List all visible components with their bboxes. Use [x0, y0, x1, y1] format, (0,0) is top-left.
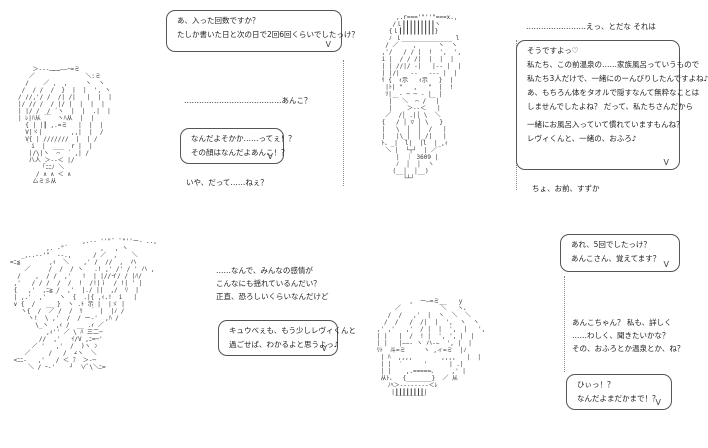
panel-divider [564, 276, 565, 372]
narration-text: ……なんで、みんなの感情が こんなにも揺れているんだい？ 正直、恐ろしいくらいな… [216, 264, 329, 303]
panel-top-left: ＞---………――ｰ=ミ ／ ＼:ミ / ／ , , ヽ ヽ / / / / }… [0, 0, 359, 224]
panel-divider [343, 60, 344, 186]
narration-line: ……わしく、聞きたいかな？ [572, 331, 670, 340]
narration-line: こんなにも揺れているんだい？ [216, 279, 321, 288]
bubble-tail: V [663, 260, 669, 269]
ascii-art-character-1: ＞---………――ｰ=ミ ／ ＼:ミ / ／ , , ヽ ヽ / / / / }… [18, 66, 112, 185]
bubble-tail: V [325, 40, 331, 49]
bubble-line: レヴィくんと、一緒の、おふろ♪ [527, 134, 637, 143]
bubble-line: そうですよっ♡ [527, 46, 579, 55]
narration-line: 正直、恐ろしいくらいなんだけど [216, 292, 329, 301]
bubble-line: ひぃっ！？ [577, 380, 615, 389]
speech-bubble-bottom-right: ひぃっ！？ なんだよまだかまで！？ V [566, 374, 672, 410]
ascii-art-character-2: ,.r==='"''"===x., /ｌ┃┃┃┃┃┃┃┃┃ヽ {ｌ┃┃┃┃┃┃┃… [381, 14, 462, 182]
speech-bubble-top: あ、入った回数ですか？ たしか書いた日と次の日で2回6回くらいでしたっけ？ V [166, 10, 359, 52]
bubble-line: 私たち、この前温泉の……家族風呂っていうもので [527, 60, 700, 69]
bubble-line: あ、もちろん体をタオルで隠すなんて無粋なことは [527, 88, 700, 97]
bubble-line: なんだよまだかまで！？ [577, 394, 660, 403]
bubble-line: 私たち3人だけで、一緒にのーんびりしたんですよね♪ [527, 74, 708, 83]
speech-bubble-top-right: あれ、5回でしたっけ？ あんこさん、覚えてます？ V [560, 234, 680, 272]
narration-text: いや、だって……ねぇ？ [186, 178, 268, 187]
speech-bubble-bottom-left: キュウべぇも、もう少しレヴィくんと 過ごせば、わかるよと思うよっ♪ V [218, 320, 357, 356]
bubble-tail: V [655, 398, 661, 407]
bubble-tail: V [267, 152, 273, 161]
bubble-line: 過ごせば、わかるよと思うよっ♪ [229, 340, 339, 349]
bubble-line: 一緒にお風呂入っていて慣れていますもんね？ [527, 120, 684, 129]
bubble-tail: V [321, 344, 327, 353]
narration-line: その、おふろとか温泉とか、ね？ [572, 344, 685, 353]
bubble-line: しませんでしたよね？ だって、私たちさんだから [527, 102, 694, 111]
bubble-line: たしか書いた日と次の日で2回6回くらいでしたっけ？ [177, 30, 359, 39]
bubble-line: その顔はなんだよあんこ！？ [191, 148, 289, 157]
speech-bubble-middle: なんだよそかか……ってぇ！？ その顔はなんだよあんこ！？ V [180, 128, 296, 164]
panel-bottom-right: , ー―=ミ__ ｙ ／ ＼ ヽ、 / / ,' | ヽ ＼ ＼ / / / /… [340, 224, 684, 448]
bubble-line: あ、入った回数ですか？ [177, 16, 260, 25]
speech-bubble-right: そうですよっ♡ 私たち、この前温泉の……家族風呂っていうもので 私たち3人だけで… [516, 40, 708, 170]
bubble-line: なんだよそかか……ってぇ！？ [191, 134, 296, 143]
narration-text: …………………………………あんこ？ [184, 96, 312, 105]
panel-top-right: ,.r==='"''"===x., /ｌ┃┃┃┃┃┃┃┃┃ヽ {ｌ┃┃┃┃┃┃┃… [340, 0, 708, 224]
ascii-art-character-4: , ー―=ミ__ ｙ ／ ＼ ヽ、 / / ,' | ヽ ＼ ＼ / / / /… [376, 298, 486, 403]
ascii-art-character-3: ,.-‐ ''"¨ ¨"''ー- .., ,. ‐"´ , , ヽ _,..-‐… [10, 238, 157, 371]
narration-line: あんこちゃん？ 私も、詳しく [572, 318, 672, 327]
bubble-line: あんこさん、覚えてます？ [571, 254, 661, 263]
bubble-tail: V [663, 158, 669, 167]
bubble-line: キュウべぇも、もう少しレヴィくんと [229, 326, 357, 335]
panel-bottom-left: ,.-‐ ''"¨ ¨"''ー- .., ,. ‐"´ , , ヽ _,..-‐… [0, 224, 357, 448]
bubble-line: あれ、5回でしたっけ？ [571, 240, 651, 249]
narration-text: ちょ、お前、すずか [532, 184, 600, 193]
narration-line: ……なんで、みんなの感情が [216, 266, 313, 275]
narration-text: ……………………えっ、とだな それは [526, 22, 656, 31]
narration-text: あんこちゃん？ 私も、詳しく ……わしく、聞きたいかな？ その、おふろとか温泉と… [572, 316, 684, 355]
